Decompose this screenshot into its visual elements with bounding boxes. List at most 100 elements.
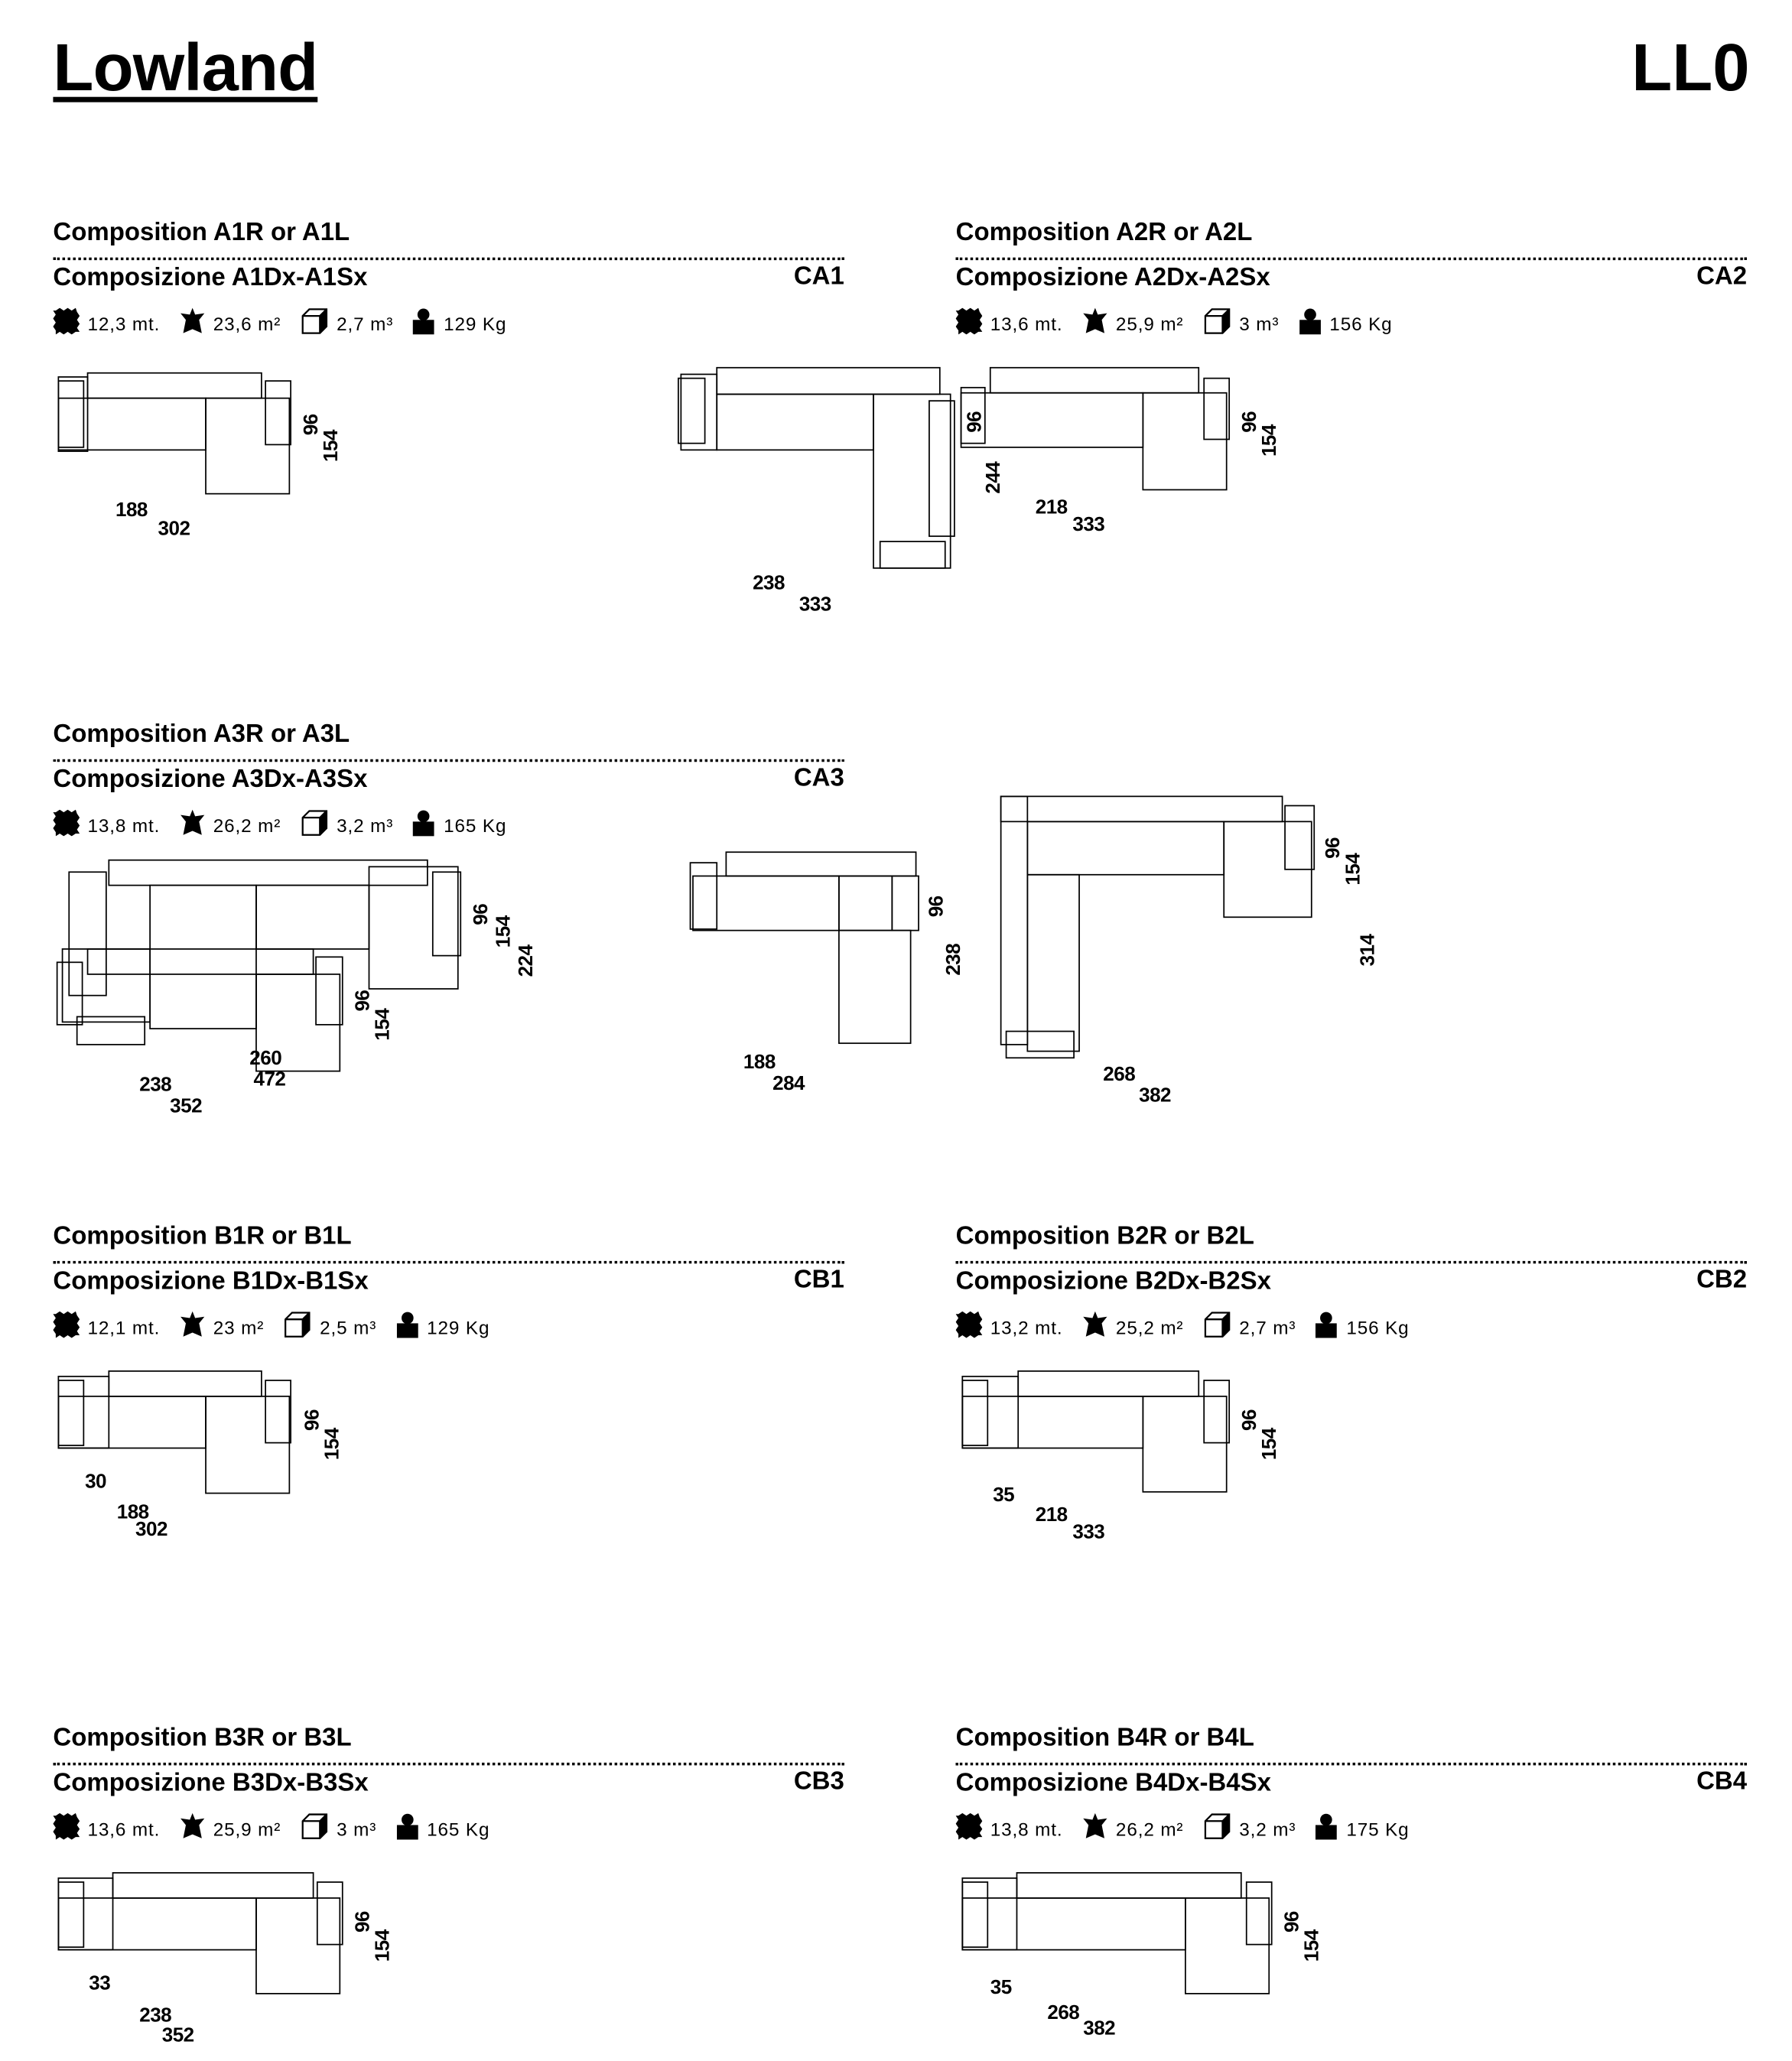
dimension-label: 284 xyxy=(772,1072,805,1095)
sofa-module xyxy=(57,1395,207,1449)
leather-amount: 25,2 m² xyxy=(1115,1315,1184,1338)
composition-subtitle: Composizione A1Dx-A1Sx xyxy=(53,264,368,292)
sofa-module xyxy=(1026,821,1225,876)
fabric-amount: 13,8 mt. xyxy=(87,814,161,836)
sofa-module xyxy=(929,400,955,538)
sofa-module xyxy=(255,974,341,1072)
sofa-module xyxy=(265,380,291,446)
sofa-module xyxy=(678,377,706,444)
weight-icon xyxy=(1315,1813,1347,1844)
dimension-label: 96 xyxy=(351,990,375,1012)
weight-icon xyxy=(395,1312,427,1342)
dimension-label: 154 xyxy=(1258,1428,1281,1461)
volume-icon xyxy=(1202,1812,1240,1845)
sofa-module xyxy=(838,875,893,931)
volume-amount: 3 m³ xyxy=(1239,312,1280,334)
volume-amount: 3 m³ xyxy=(337,1817,377,1839)
weight-amount: 129 Kg xyxy=(444,312,507,334)
sofa-module xyxy=(716,366,941,395)
dotted-divider xyxy=(955,1762,1748,1766)
dimension-label: 30 xyxy=(85,1471,107,1494)
weight-amount: 165 Kg xyxy=(427,1817,490,1839)
sofa-module xyxy=(316,1881,343,1946)
dimension-label: 96 xyxy=(301,1409,324,1431)
dimension-label: 382 xyxy=(1139,1084,1172,1107)
composition-title: Composition A3R or A3L xyxy=(53,720,350,749)
dimension-label: 96 xyxy=(300,414,323,436)
dimension-label: 268 xyxy=(1103,1063,1136,1086)
fabric-amount: 12,3 mt. xyxy=(87,312,161,334)
fabric-icon xyxy=(53,809,87,840)
leather-amount: 26,2 m² xyxy=(213,814,281,836)
leather-icon xyxy=(1081,1311,1116,1342)
composition-code: CB4 xyxy=(1696,1767,1748,1796)
fabric-icon xyxy=(955,1311,990,1342)
composition-subtitle: Composizione A3Dx-A3Sx xyxy=(53,766,368,794)
dimension-label: 96 xyxy=(351,1911,375,1933)
volume-icon xyxy=(1202,307,1240,340)
sofa-module xyxy=(1016,1872,1242,1899)
composition-code: CB3 xyxy=(793,1767,844,1796)
sofa-module xyxy=(56,961,83,1026)
sofa-module xyxy=(692,875,840,931)
composition-stats: 13,6 mt. 25,9 m² 3 m³ 165 Kg xyxy=(53,1812,508,1845)
weight-amount: 165 Kg xyxy=(444,814,507,836)
dimension-label: 96 xyxy=(1322,837,1345,859)
leather-icon xyxy=(179,809,213,840)
dimension-label: 33 xyxy=(89,1972,111,1995)
sofa-module xyxy=(57,1877,114,1951)
sofa-module xyxy=(961,1380,989,1446)
sofa-module xyxy=(1026,873,1080,1052)
sofa-module xyxy=(76,1016,146,1045)
dimension-label: 268 xyxy=(1047,2001,1080,2024)
sofa-module xyxy=(1142,1395,1228,1493)
sofa-module xyxy=(108,859,428,886)
dimension-label: 352 xyxy=(161,2024,194,2047)
sofa-module xyxy=(265,1380,291,1444)
weight-icon xyxy=(1298,308,1330,339)
dimension-label: 188 xyxy=(115,499,148,522)
dimension-label: 244 xyxy=(982,461,1005,494)
dotted-divider xyxy=(53,1260,844,1264)
dimension-label: 154 xyxy=(1300,1929,1324,1962)
dimension-label: 238 xyxy=(942,943,965,976)
dimension-label: 154 xyxy=(371,1008,395,1041)
sofa-module xyxy=(149,884,257,1029)
sofa-module xyxy=(57,397,207,451)
leather-amount: 25,9 m² xyxy=(213,1817,281,1839)
composition-stats: 13,8 mt. 26,2 m² 3,2 m³ 165 Kg xyxy=(53,808,525,841)
dimension-label: 238 xyxy=(753,572,785,595)
composition-stats: 13,6 mt. 25,9 m² 3 m³ 156 Kg xyxy=(955,307,1411,340)
sofa-module xyxy=(1284,805,1316,870)
sofa-module xyxy=(689,862,718,930)
volume-icon xyxy=(282,1310,320,1343)
composition-subtitle: Composizione A2Dx-A2Sx xyxy=(955,264,1270,292)
sofa-module xyxy=(57,380,85,448)
dimension-label: 352 xyxy=(170,1094,203,1118)
dimension-label: 238 xyxy=(139,1074,172,1097)
dimension-label: 333 xyxy=(1072,1520,1105,1544)
leather-amount: 25,9 m² xyxy=(1115,312,1184,334)
sofa-module xyxy=(108,1370,262,1397)
product-code: LL0 xyxy=(1631,30,1750,106)
composition-title: Composition A1R or A1L xyxy=(53,219,350,247)
sofa-module xyxy=(57,1380,85,1446)
sofa-module xyxy=(255,884,370,950)
dimension-label: 302 xyxy=(135,1518,167,1542)
volume-amount: 2,7 m³ xyxy=(1239,1315,1296,1338)
fabric-amount: 13,2 mt. xyxy=(990,1315,1063,1338)
composition-stats: 13,8 mt. 26,2 m² 3,2 m³ 175 Kg xyxy=(955,1812,1428,1845)
sofa-module xyxy=(1185,1897,1270,1994)
fabric-icon xyxy=(955,1812,990,1844)
dimension-label: 154 xyxy=(320,430,343,462)
dotted-divider xyxy=(53,257,844,261)
fabric-icon xyxy=(53,1311,87,1342)
fabric-amount: 13,8 mt. xyxy=(990,1817,1063,1839)
dimension-label: 333 xyxy=(798,593,831,616)
sofa-module xyxy=(1203,377,1231,440)
leather-amount: 26,2 m² xyxy=(1115,1817,1184,1839)
composition-subtitle: Composizione B3Dx-B3Sx xyxy=(53,1769,369,1798)
sofa-module xyxy=(255,1897,341,1994)
sofa-module xyxy=(961,1395,1144,1449)
